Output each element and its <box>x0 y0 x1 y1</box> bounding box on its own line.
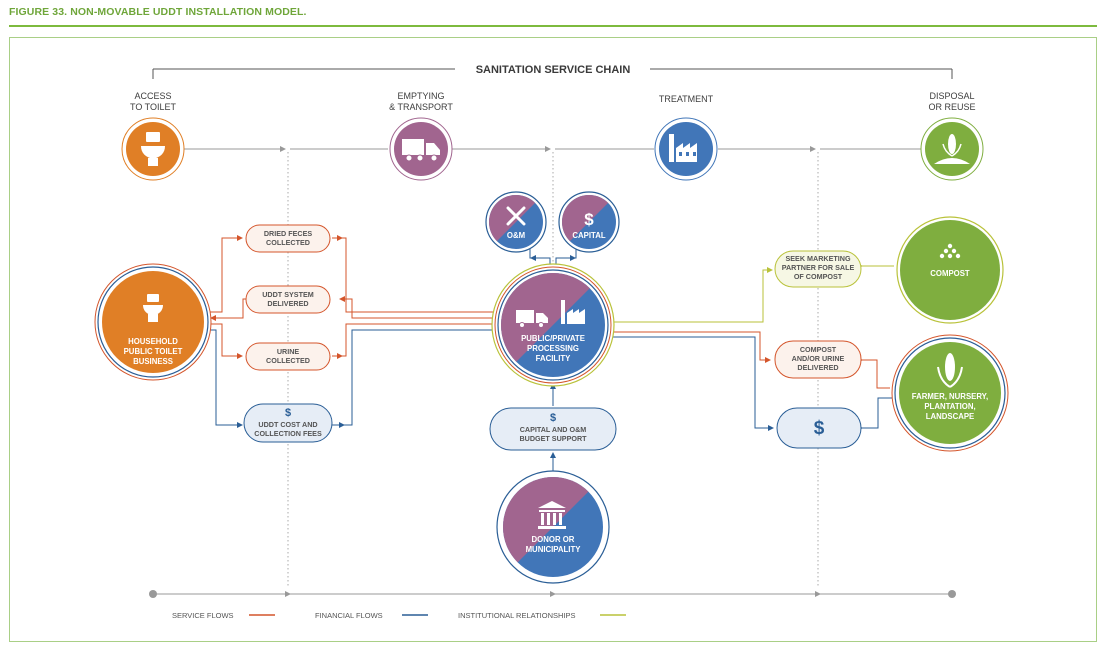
om-label: O&M <box>507 231 525 240</box>
stage-label-2a: EMPTYING <box>397 91 444 101</box>
processing-label-2: PROCESSING <box>527 344 579 353</box>
budget-label-1: CAPITAL AND O&M <box>520 425 587 434</box>
figure-frame <box>9 37 1097 642</box>
seek-marketing-label-3: OF COMPOST <box>794 272 843 281</box>
urine-box: URINE COLLECTED <box>245 342 331 371</box>
compost-icon <box>939 243 961 259</box>
compost-urine-box: COMPOST AND/OR URINE DELIVERED <box>774 340 862 379</box>
facility-factory-icon <box>561 300 585 324</box>
payment-box: $ <box>776 407 862 449</box>
budget-dollar-icon: $ <box>550 412 556 424</box>
om-node: O&M <box>485 191 547 253</box>
legend-institutional-label: INSTITUTIONAL RELATIONSHIPS <box>458 611 576 620</box>
stage-label-1b: TO TOILET <box>130 102 177 112</box>
farmer-node: FARMER, NURSERY, PLANTATION, LANDSCAPE <box>891 334 1009 452</box>
dollar-icon: $ <box>285 407 291 419</box>
donor-node: DONOR OR MUNICIPALITY <box>496 470 610 584</box>
processing-facility-node: PUBLIC/PRIVATE PROCESSING FACILITY <box>491 263 615 387</box>
capital-label: CAPITAL <box>572 231 605 240</box>
capital-dollar-icon: $ <box>584 210 594 229</box>
uddt-cost-label-2: COLLECTION FEES <box>254 429 322 438</box>
urine-label-1: URINE <box>277 347 300 356</box>
uddt-system-box: UDDT SYSTEM DELIVERED <box>245 285 331 314</box>
farmer-label-1: FARMER, NURSERY, <box>912 392 988 401</box>
payment-dollar-icon: $ <box>814 418 825 439</box>
dried-feces-box: DRIED FECES COLLECTED <box>245 224 331 253</box>
processing-label-1: PUBLIC/PRIVATE <box>521 334 585 343</box>
farmer-label-2: PLANTATION, <box>924 402 975 411</box>
household-label-3: BUSINESS <box>133 357 173 366</box>
urine-label-2: COLLECTED <box>266 356 310 365</box>
stage-label-1a: ACCESS <box>134 91 171 101</box>
donor-label-1: DONOR OR <box>532 535 575 544</box>
truck-stage-icon <box>389 117 453 181</box>
corn-stage-icon <box>920 117 984 181</box>
stage-label-4b: OR REUSE <box>928 102 975 112</box>
household-node: HOUSEHOLD PUBLIC TOILET BUSINESS <box>94 263 212 381</box>
bottom-timeline <box>149 590 956 598</box>
legend-financial-label: FINANCIAL FLOWS <box>315 611 383 620</box>
uddt-cost-box: $ UDDT COST AND COLLECTION FEES <box>243 403 333 443</box>
processing-label-3: FACILITY <box>536 354 571 363</box>
farmer-label-3: LANDSCAPE <box>926 412 975 421</box>
household-flows <box>207 235 265 428</box>
stage-label-3: TREATMENT <box>659 94 714 104</box>
uddt-system-label-2: DELIVERED <box>267 299 308 308</box>
legend: SERVICE FLOWS FINANCIAL FLOWS INSTITUTIO… <box>172 611 626 620</box>
factory-stage-icon <box>654 117 718 181</box>
compost-urine-label-3: DELIVERED <box>797 363 838 372</box>
stage-label-4a: DISPOSAL <box>929 91 974 101</box>
seek-marketing-box: SEEK MARKETING PARTNER FOR SALE OF COMPO… <box>774 250 862 288</box>
corn-icon <box>937 353 963 388</box>
title-rule <box>9 25 1097 27</box>
facility-truck-icon <box>516 310 548 328</box>
uddt-cost-label-1: UDDT COST AND <box>258 420 317 429</box>
compost-urine-label-1: COMPOST <box>800 345 837 354</box>
capital-node: $ CAPITAL <box>558 191 620 253</box>
uddt-system-label-1: UDDT SYSTEM <box>262 290 314 299</box>
dried-feces-label-1: DRIED FECES <box>264 229 313 238</box>
seek-marketing-label-1: SEEK MARKETING <box>785 254 851 263</box>
household-label-1: HOUSEHOLD <box>128 337 178 346</box>
toilet-stage-icon <box>121 117 185 181</box>
compost-label: COMPOST <box>930 269 970 278</box>
compost-node: COMPOST <box>896 216 1004 324</box>
stage-label-2b: & TRANSPORT <box>389 102 453 112</box>
building-icon <box>538 501 566 529</box>
chain-title: SANITATION SERVICE CHAIN <box>476 64 631 76</box>
compost-urine-label-2: AND/OR URINE <box>792 354 845 363</box>
household-label-2: PUBLIC TOILET <box>124 347 183 356</box>
budget-support-box: $ CAPITAL AND O&M BUDGET SUPPORT <box>489 407 617 451</box>
legend-service-label: SERVICE FLOWS <box>172 611 234 620</box>
seek-marketing-label-2: PARTNER FOR SALE <box>782 263 855 272</box>
chain-bracket <box>152 68 953 79</box>
dried-feces-label-2: COLLECTED <box>266 238 310 247</box>
donor-label-2: MUNICIPALITY <box>526 545 582 554</box>
budget-label-2: BUDGET SUPPORT <box>519 434 587 443</box>
figure-title: FIGURE 33. NON-MOVABLE UDDT INSTALLATION… <box>9 6 307 18</box>
